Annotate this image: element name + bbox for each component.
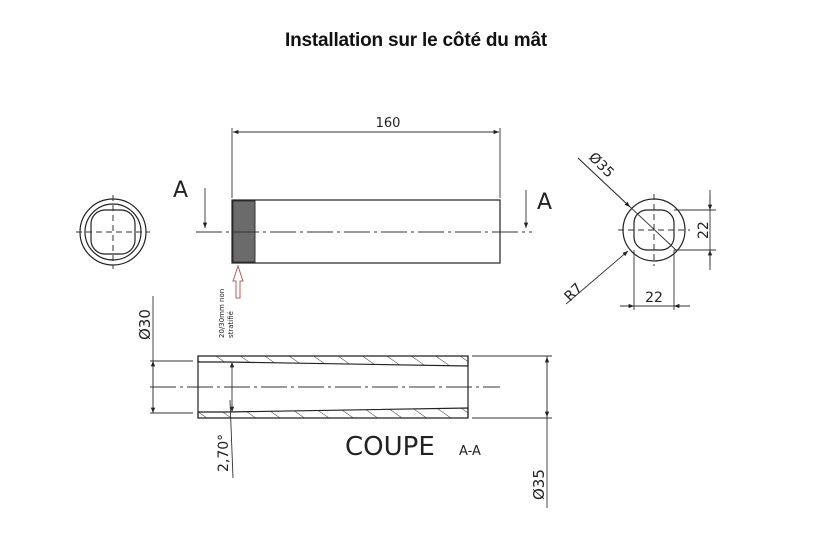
end-height-label: 22 xyxy=(696,221,712,239)
taper-angle-label: 2,70° xyxy=(216,434,232,472)
section-title-suffix: A-A xyxy=(459,444,481,459)
side-view: 160 A A 20/30mm non stratifié xyxy=(173,116,552,338)
drawing-title: Installation sur le côté du mât xyxy=(285,30,547,51)
section-title: COUPE xyxy=(345,432,435,462)
section-marker-left: A xyxy=(173,178,188,203)
left-end-view xyxy=(76,195,150,269)
inner-diameter-label: Ø30 xyxy=(136,309,154,340)
radius-label: R7 xyxy=(562,280,586,304)
section-marker-right: A xyxy=(537,190,552,215)
length-dimension: 160 xyxy=(376,116,401,131)
note-line2: stratifié xyxy=(227,311,235,338)
section-view: Ø30 2,70° Ø35 COUPE A-A xyxy=(136,296,552,508)
right-end-view: Ø35 R7 22 22 xyxy=(562,150,716,310)
end-width-label: 22 xyxy=(645,290,663,306)
note-line1: 20/30mm non xyxy=(218,289,226,338)
note-arrow-icon xyxy=(232,264,244,299)
outer-diameter-label: Ø35 xyxy=(530,469,548,500)
end-diameter-label: Ø35 xyxy=(585,150,617,182)
